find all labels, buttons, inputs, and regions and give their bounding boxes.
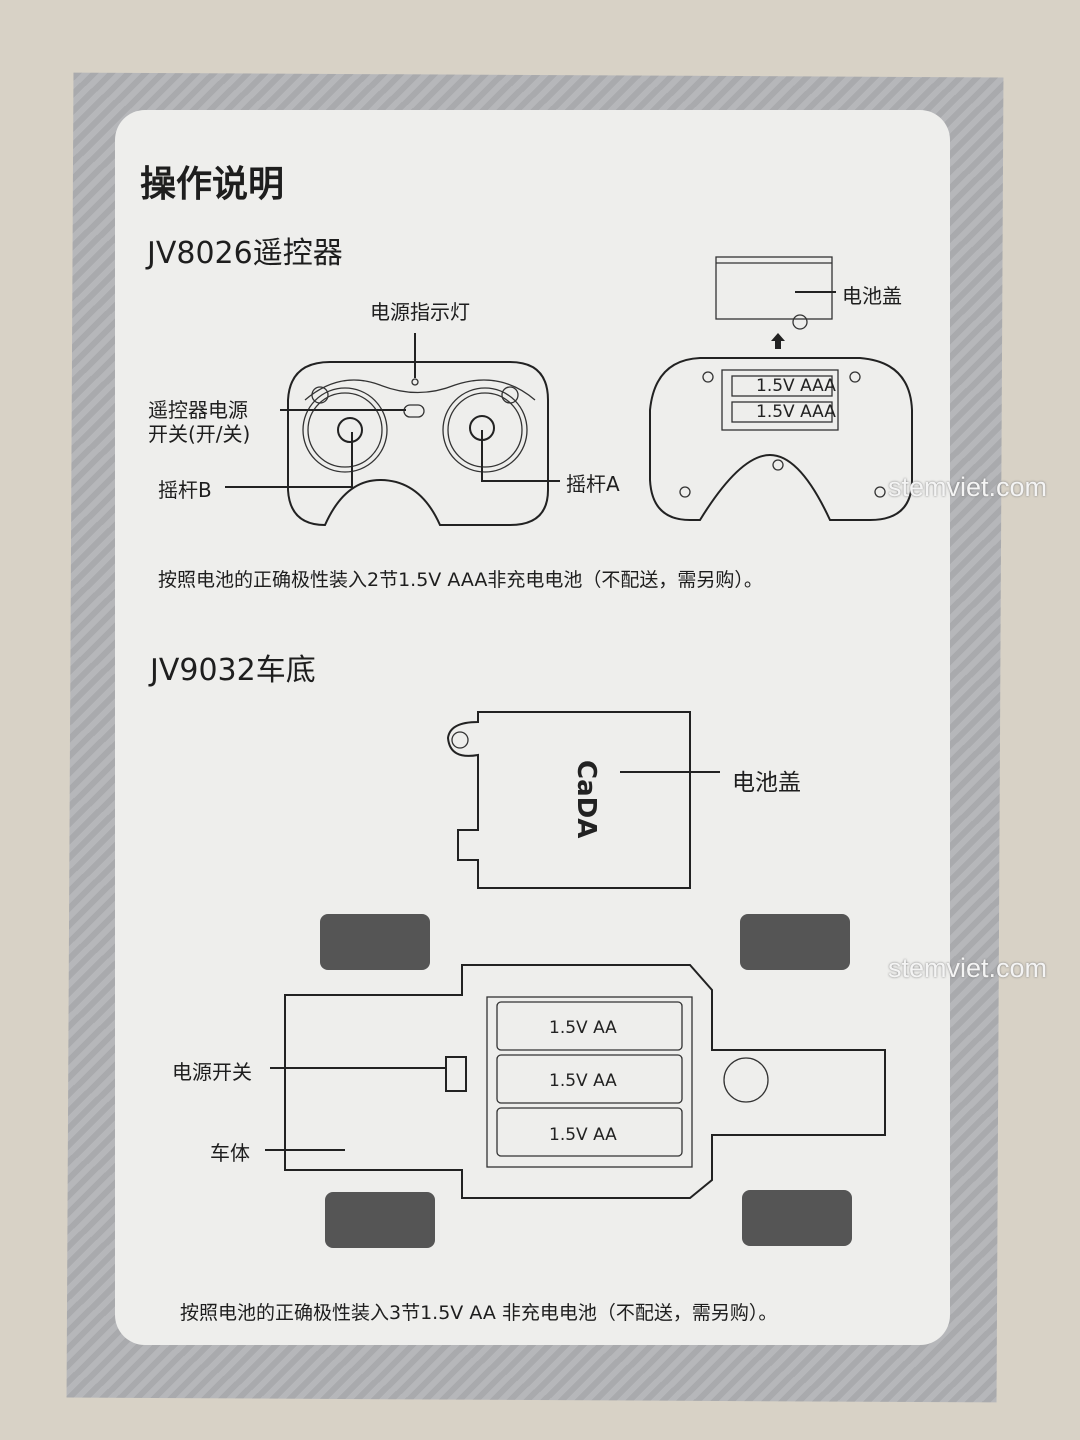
watermark: stemviet.com — [888, 953, 1048, 983]
chassis-heading: JV9032车底 — [150, 653, 316, 688]
page-title: 操作说明 — [140, 164, 285, 205]
svg-text:CaDA: CaDA — [571, 760, 601, 838]
svg-text:1.5V AAA: 1.5V AAA — [756, 376, 836, 396]
remote-front-diagram — [225, 333, 560, 527]
chassis-battery-cover-label: 电池盖 — [732, 770, 801, 796]
joystick-b-label: 摇杆B — [158, 478, 212, 502]
svg-text:1.5V AAA: 1.5V AAA — [756, 402, 836, 422]
power-switch-label-line2: 开关(开/关) — [148, 422, 251, 446]
power-switch-label-line1: 遥控器电源 — [148, 398, 248, 422]
power-switch-label: 遥控器电源开关(开/关) — [148, 398, 250, 446]
remote-back-diagram: 1.5V AAA 1.5V AAA — [649, 256, 913, 521]
remote-battery-cover-label: 电池盖 — [842, 284, 902, 308]
chassis-battery-note: 按照电池的正确极性装入3节1.5V AA 非充电电池（不配送，需另购）。 — [180, 1302, 778, 1324]
chassis-diagram: 1.5V AA 1.5V AA 1.5V AA — [265, 914, 886, 1248]
instruction-card — [115, 110, 950, 1345]
remote-heading: JV8026遥控器 — [147, 236, 343, 271]
svg-text:1.5V AA: 1.5V AA — [549, 1018, 617, 1038]
battery-cover-diagram: CaDA — [446, 711, 720, 889]
power-switch-label: 电源开关 — [172, 1060, 252, 1084]
svg-text:1.5V AA: 1.5V AA — [549, 1125, 617, 1145]
svg-text:1.5V AA: 1.5V AA — [549, 1071, 617, 1091]
remote-battery-note: 按照电池的正确极性装入2节1.5V AAA非充电电池（不配送，需另购）。 — [158, 569, 763, 591]
joystick-a-label: 摇杆A — [566, 472, 620, 496]
power-indicator-label: 电源指示灯 — [370, 300, 470, 324]
body-label: 车体 — [210, 1141, 250, 1165]
watermark: stemviet.com — [888, 472, 1048, 502]
